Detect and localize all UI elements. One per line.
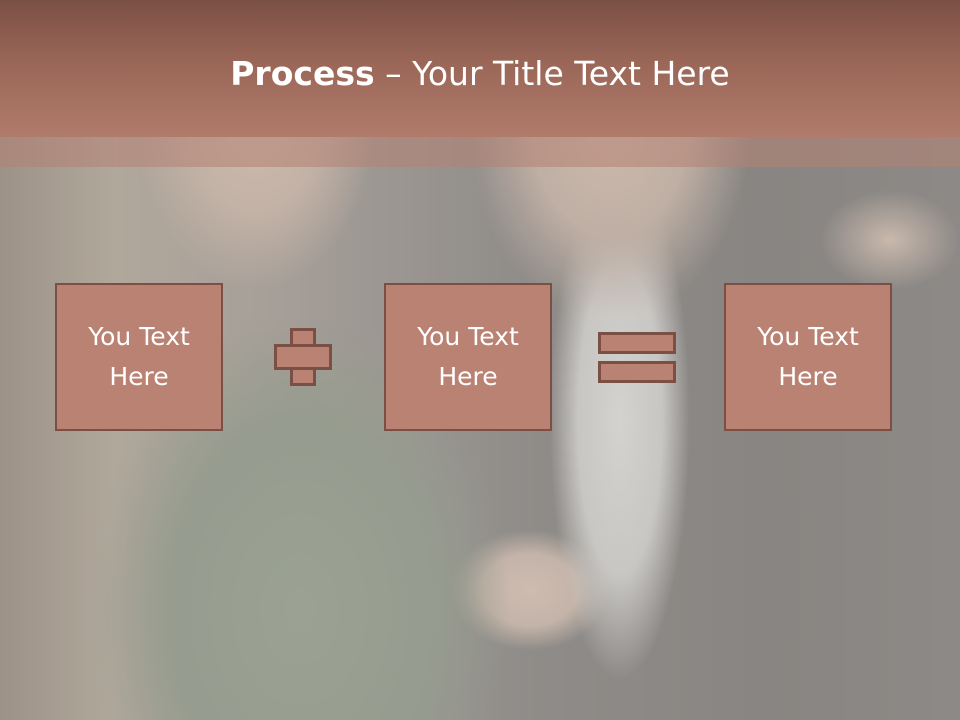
plus-icon-center (293, 347, 313, 367)
process-box-2: You Text Here (384, 283, 552, 431)
process-box-1-text: You Text Here (88, 322, 190, 391)
equals-icon-top-bar (598, 332, 676, 354)
title-bar-band (0, 137, 960, 167)
title-bold-text: Process (230, 54, 375, 93)
title-rest-text: – Your Title Text Here (374, 54, 730, 93)
slide-title: Process – Your Title Text Here (0, 52, 960, 96)
title-bar (0, 0, 960, 137)
process-box-3-text: You Text Here (757, 322, 859, 391)
equals-icon-bottom-bar (598, 361, 676, 383)
process-box-3: You Text Here (724, 283, 892, 431)
process-box-1: You Text Here (55, 283, 223, 431)
process-box-2-text: You Text Here (417, 322, 519, 391)
